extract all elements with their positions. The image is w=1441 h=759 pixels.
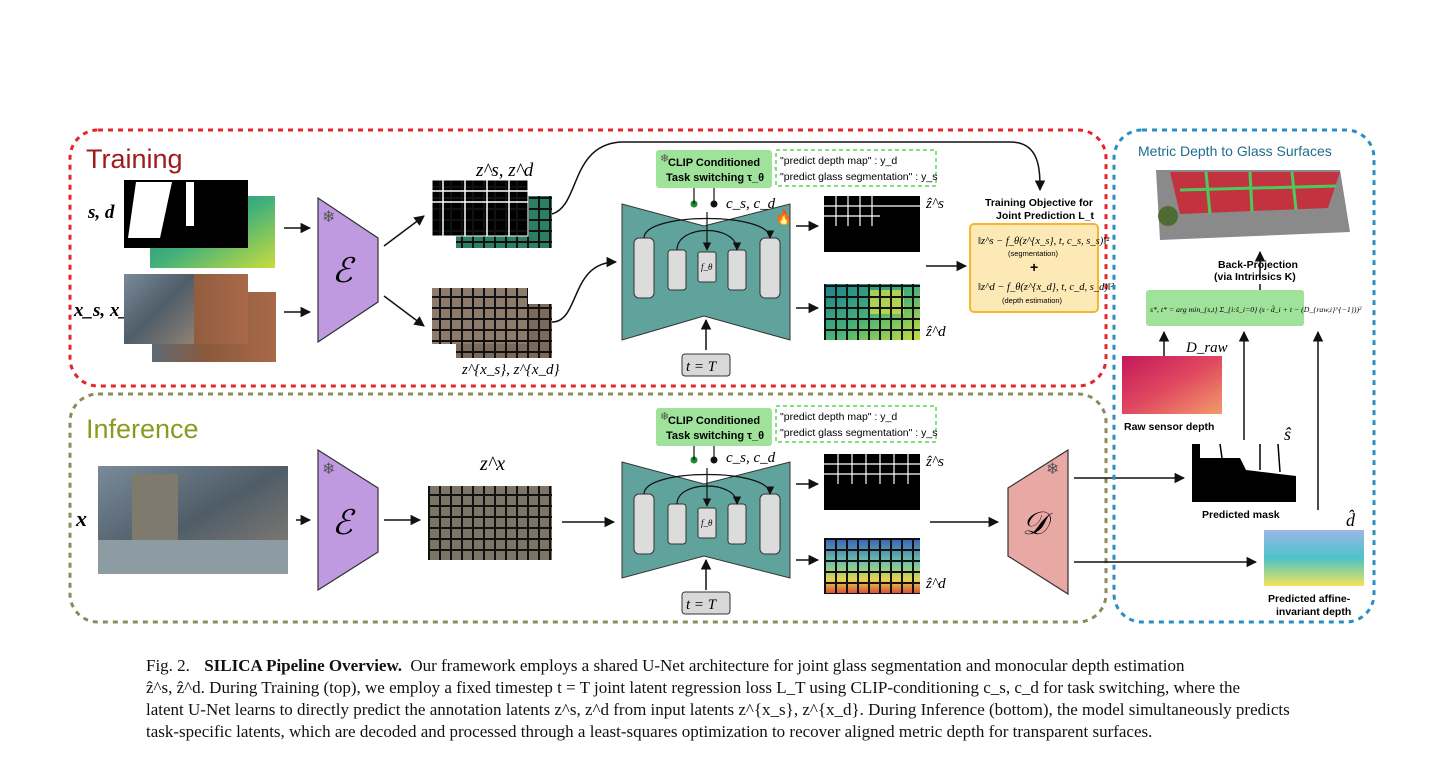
objective-plus: + (1030, 259, 1038, 275)
raw-label: D_raw (1185, 340, 1228, 356)
backproj-line1: Back-Projection (1218, 259, 1298, 271)
training-clip-title-1: CLIP Conditioned (668, 157, 760, 169)
inference-input-label: x (75, 506, 87, 531)
inference-clip-title-2: Task switching τ_θ (666, 430, 764, 442)
metric-title: Metric Depth to Glass Surfaces (1138, 143, 1332, 159)
training-out-seg-label: ẑ^s (925, 196, 944, 212)
inference-timestep: t = T (686, 597, 718, 613)
svg-text:❄: ❄ (1046, 461, 1059, 478)
inference-encoder (317, 448, 379, 592)
input-sd-label: s, d (87, 202, 115, 223)
mask-label: ŝ (1284, 424, 1292, 444)
depth-caption-2: invariant depth (1276, 606, 1351, 618)
training-encoder (317, 196, 379, 344)
decoder (1007, 448, 1069, 596)
caption-title: SILICA Pipeline Overview. (204, 656, 403, 675)
training-encoder-symbol: ℰ (332, 253, 356, 290)
inference-prompt-depth: "predict depth map" : y_d (780, 411, 897, 423)
svg-text:❄: ❄ (660, 411, 669, 423)
seg-gt-glass (128, 182, 172, 238)
svg-text:❄: ❄ (660, 153, 669, 165)
mask-caption: Predicted mask (1202, 509, 1280, 521)
raw-depth-image (1122, 356, 1222, 414)
backproj-line2: (via Intrinsics K) (1214, 271, 1296, 283)
inference-title: Inference (86, 414, 199, 444)
training-cond-label: c_s, c_d (726, 196, 776, 212)
metric-border (1112, 128, 1376, 624)
fire-icon: 🔥 (775, 209, 792, 226)
raw-caption: Raw sensor depth (1124, 421, 1214, 433)
inference-clip-box (656, 408, 772, 446)
training-clip-box (656, 150, 772, 188)
figure-caption: Fig. 2. SILICA Pipeline Overview. Our fr… (146, 655, 1346, 743)
caption-line2: ẑ^s, ẑ^d. During Training (top), we empl… (146, 678, 1241, 697)
affine-depth-image (1264, 530, 1364, 586)
caption-line1: Our framework employs a shared U-Net arc… (410, 656, 1185, 675)
training-timestep-box (681, 353, 731, 377)
objective-seg-note: (segmentation) (1008, 249, 1059, 258)
objective-box (969, 223, 1099, 313)
latent-label-bottom: z^{x_s}, z^{x_d} (461, 362, 559, 378)
training-timestep: t = T (686, 359, 718, 375)
training-unet-symbol: f_θ (701, 262, 713, 272)
svg-text:❄: ❄ (322, 461, 335, 478)
caption-line3: latent U-Net learns to directly predict … (146, 700, 1290, 719)
objective-depth-note: (depth estimation) (1002, 296, 1063, 305)
depth-caption-1: Predicted affine- (1268, 593, 1351, 605)
caption-lead: Fig. 2. (146, 656, 190, 675)
training-clip-title-2: Task switching τ_θ (666, 172, 764, 184)
inference-cond-label: c_s, c_d (726, 450, 776, 466)
objective-title-1: Training Objective for (985, 197, 1093, 209)
depth-label: d̂ (1346, 509, 1356, 530)
inference-prompt-box (775, 405, 937, 443)
training-title: Training (86, 144, 183, 174)
inference-out-depth-label: ẑ^d (925, 576, 946, 592)
inference-border (68, 392, 1108, 624)
lsq-box (1146, 290, 1304, 326)
training-panel: Training s, d x_s, x_d ❄ ℰ z^s, z^d (68, 128, 1115, 388)
inference-clip-title-1: CLIP Conditioned (668, 415, 760, 427)
inference-panel: Inference x ❄ ℰ z^x ❄ CLIP Conditioned T… (68, 392, 1258, 624)
training-out-depth-label: ẑ^d (925, 324, 946, 340)
inference-out-seg (824, 454, 920, 510)
input-x-label: x_s, x_d (73, 300, 139, 321)
latent-label-top: z^s, z^d (475, 160, 534, 181)
inference-latent-label: z^x (479, 453, 505, 475)
training-prompt-seg: "predict glass segmentation" : y_s (780, 171, 937, 183)
metric-panel: Metric Depth to Glass Surfaces Back-Proj… (1112, 128, 1376, 624)
pipeline-diagram: Training s, d x_s, x_d ❄ ℰ z^s, z^d (68, 128, 1376, 624)
inference-unet-symbol: f_θ (701, 518, 713, 528)
lsq-formula: s*, t* = arg min_{s,t} Σ_{i:ŝ_i=0} (s · … (1150, 303, 1362, 314)
training-prompt-depth: "predict depth map" : y_d (780, 155, 897, 167)
objective-title-2: Joint Prediction L_t (996, 210, 1095, 222)
snowflake-icon: ❄ (322, 209, 335, 226)
inference-timestep-box (681, 591, 731, 615)
caption-line4: task-specific latents, which are decoded… (146, 722, 1153, 741)
objective-seg-formula: ‖z^s − f_θ(z^{x_s}, t, c_s, s_s)‖² (978, 236, 1110, 247)
objective-depth-formula: ‖z^d − f_θ(z^{x_d}, t, c_d, s_d)‖² (978, 282, 1115, 293)
inference-out-seg-label: ẑ^s (925, 454, 944, 470)
inference-prompt-seg: "predict glass segmentation" : y_s (780, 427, 937, 439)
training-border (68, 128, 1108, 388)
inference-encoder-symbol: ℰ (332, 505, 356, 542)
